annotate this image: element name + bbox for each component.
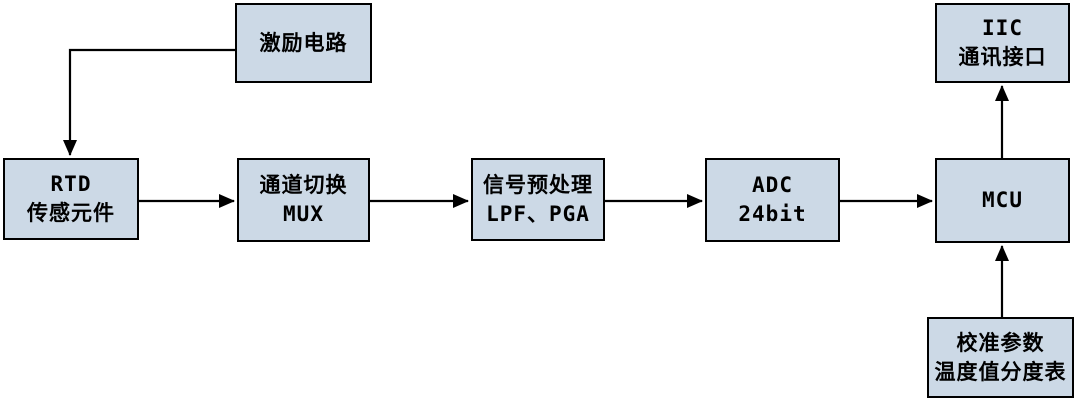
box-channel-mux: 通道切换 MUX [237,158,370,242]
box-rtd-label-line2: 传感元件 [27,201,115,225]
box-calibration-table: 校准参数 温度值分度表 [927,317,1074,398]
box-adc-label-line1: ADC [752,173,793,198]
box-mcu: MCU [935,158,1070,243]
box-calibration-label-line2: 温度值分度表 [934,359,1067,384]
box-adc-24bit: ADC 24bit [705,158,840,242]
box-calibration-label-line1: 校准参数 [956,330,1045,355]
box-mux-label-line1: 通道切换 [259,173,348,198]
box-signal-label-line2: LPF、PGA [486,201,590,226]
box-rtd-sensor: RTD 传感元件 [3,158,139,240]
box-iic-interface: IIC 通讯接口 [935,3,1070,83]
box-mux-label-line2: MUX [283,202,324,226]
box-iic-label-line2: 通讯接口 [958,45,1047,69]
box-signal-label-line1: 信号预处理 [483,172,593,197]
box-adc-label-line2: 24bit [738,202,807,226]
connector-excitation-to-rtd [63,48,235,156]
box-rtd-label-line1: RTD [50,172,92,197]
box-mcu-label: MCU [982,188,1023,213]
box-signal-preprocess: 信号预处理 LPF、PGA [471,158,605,241]
box-iic-label-line1: IIC [982,16,1023,41]
box-excitation-circuit: 激励电路 [235,3,372,83]
box-excitation-label: 激励电路 [259,30,348,55]
